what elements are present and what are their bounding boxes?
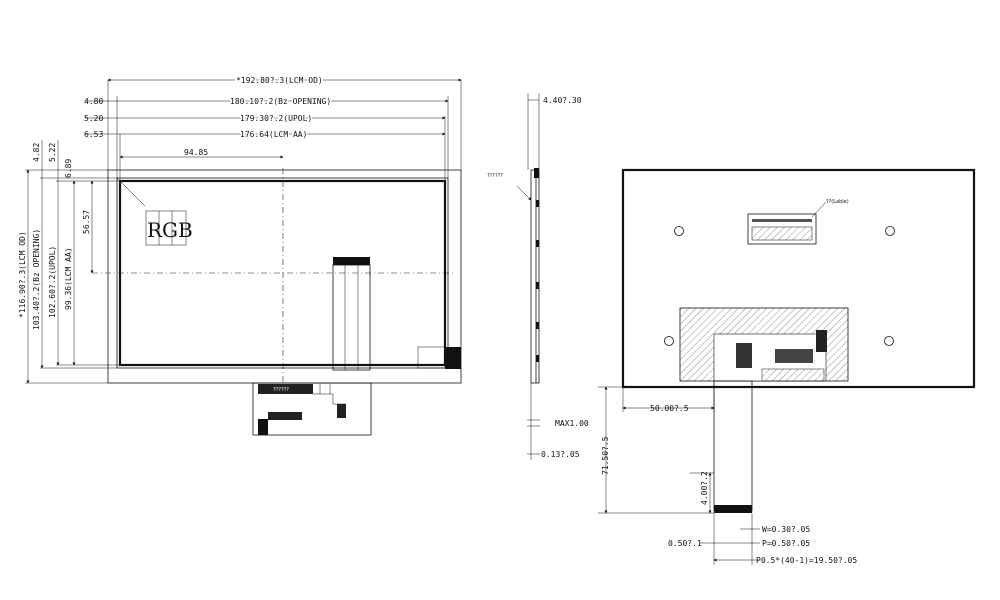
dim-pin-span-label: P0.5*(40-1)=19.50?.05: [756, 556, 857, 565]
dim-pin-width-label: W=0.30?.05: [762, 525, 810, 534]
dim-stiffener-label: 4.00?.2: [700, 471, 709, 505]
dim-pitch-label: P=0.50?.05: [762, 539, 810, 548]
dim-fpc-length-label: 71.50?.5: [601, 436, 610, 475]
dim-bz-open-h-label: 103.40?.2(Bz OPENING): [32, 229, 41, 330]
dim-lcm-aa-h-label: 99.36(LCM AA): [64, 247, 73, 310]
dim-aa-offset-v: 6.89: [64, 159, 73, 178]
mount-hole: [885, 226, 895, 236]
rgb-label: RGB: [147, 218, 193, 242]
fpc-strip: [332, 264, 371, 371]
dim-lcm-od-w-label: *192.80?.3(LCM OD): [236, 76, 323, 85]
dim-bz-offset-v: 4.82: [32, 143, 41, 162]
dim-lcm-od-h-label: *116.90?.3(LCM OD): [18, 231, 27, 318]
dim-lcm-aa-w-label: 176.64(LCM AA): [240, 130, 307, 139]
dim-fpc-offset-label: 50.00?.5: [650, 404, 689, 413]
side-view: 4.40?.30 ?????? MAX1.00 0.13?.05: [487, 93, 589, 460]
front-view: RGB ?????? *192.80?.3(LCM OD) 4.80 180.1…: [18, 75, 462, 436]
fpc-connector-top: [333, 257, 370, 265]
back-view: ??(Lable) 50.00?.5 71.50?.5 4.00?.2 W=0.…: [598, 168, 976, 565]
barcode-label: [747, 213, 817, 245]
barcode-icon: [751, 219, 813, 241]
dim-upol-offset-v: 5.22: [48, 143, 57, 162]
side-fpc-tail-label: 0.13?.05: [541, 450, 580, 459]
dim-upol-offset: 5.20: [84, 114, 103, 123]
side-thickness-label: 4.40?.30: [543, 96, 582, 105]
dim-bz-offset: 4.80: [84, 97, 103, 106]
side-note: ??????: [487, 173, 503, 179]
back-outline: [621, 168, 976, 389]
dim-bz-open-w-label: 180.10?.2(Bz OPENING): [230, 97, 331, 106]
dim-upol-h-label: 102.60?.2(UPOL): [48, 246, 57, 318]
mount-hole: [674, 226, 684, 236]
dim-center-x-label: 94.85: [184, 148, 208, 157]
mount-hole: [664, 336, 674, 346]
lcm-outline: [107, 169, 462, 384]
dim-aa-offset: 6.53: [84, 130, 103, 139]
fpc-label: ??????: [273, 387, 289, 393]
dim-center-y-label: 56.57: [82, 210, 91, 234]
side-fpc-thickness-label: MAX1.00: [555, 419, 589, 428]
fpc-label-box: [258, 384, 313, 394]
barcode-callout: ??(Lable): [826, 199, 849, 205]
fpc-stiffener: [714, 505, 752, 513]
dim-pin-offset-label: 0.50?.1: [668, 539, 702, 548]
rgb-box: [145, 210, 187, 246]
mount-hole: [884, 336, 894, 346]
fpc-tail: [713, 380, 753, 512]
corner-mark: [116, 177, 146, 207]
fpc-board: [252, 382, 372, 436]
dim-upol-w-label: 179.30?.2(UPOL): [240, 114, 312, 123]
